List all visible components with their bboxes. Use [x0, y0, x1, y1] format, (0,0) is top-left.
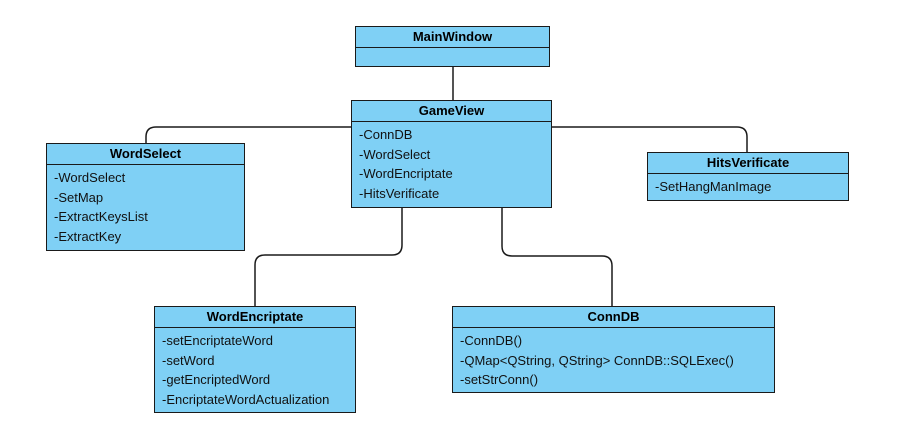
class-member: -WordSelect	[54, 170, 126, 185]
class-member: -HitsVerificate	[359, 185, 440, 201]
class-gameview: GameView -ConnDB -WordSelect -WordEncrip…	[351, 100, 552, 208]
class-member: -ExtractKey	[54, 228, 122, 244]
class-members: -ConnDB -WordSelect -WordEncriptate -Hit…	[352, 122, 551, 203]
class-member: -WordSelect	[359, 146, 431, 162]
class-member: -ExtractKeysList	[54, 209, 148, 224]
class-member: -setEncriptateWord	[162, 333, 274, 348]
class-name: HitsVerificate	[648, 153, 848, 174]
class-conndb: ConnDB -ConnDB() -QMap<QString, QString>…	[452, 306, 775, 393]
connector-gameview-wordencriptate	[254, 207, 403, 306]
class-member: -ConnDB()	[460, 333, 523, 348]
connector-gameview-conndb	[501, 207, 613, 306]
class-member: -SetMap	[54, 189, 104, 205]
class-member: -setWord	[162, 352, 215, 368]
class-name: ConnDB	[453, 307, 774, 328]
class-wordselect: WordSelect -WordSelect -SetMap -ExtractK…	[46, 143, 245, 251]
class-name: WordSelect	[47, 144, 244, 165]
class-members: -setEncriptateWord -setWord -getEncripte…	[155, 328, 355, 409]
class-wordencriptate: WordEncriptate -setEncriptateWord -setWo…	[154, 306, 356, 413]
class-member: -ConnDB	[359, 127, 413, 142]
class-name: WordEncriptate	[155, 307, 355, 328]
class-members: -WordSelect -SetMap -ExtractKeysList -Ex…	[47, 165, 244, 246]
class-member: -setStrConn()	[460, 372, 539, 387]
connector-gameview-wordselect	[145, 126, 352, 143]
class-name: GameView	[352, 101, 551, 122]
class-member: -QMap<QString, QString> ConnDB::SQLExec(…	[460, 352, 734, 368]
class-members: -ConnDB() -QMap<QString, QString> ConnDB…	[453, 328, 774, 390]
connector-gameview-hitsverificate	[552, 126, 748, 152]
class-mainwindow: MainWindow	[355, 26, 550, 67]
class-hitsverificate: HitsVerificate -SetHangManImage	[647, 152, 849, 201]
class-members: -SetHangManImage	[648, 174, 848, 197]
class-member: -WordEncriptate	[359, 166, 453, 181]
class-member: -getEncriptedWord	[162, 372, 271, 387]
class-member: -SetHangManImage	[655, 179, 772, 194]
class-name: MainWindow	[356, 27, 549, 48]
class-member: -EncriptateWordActualization	[162, 391, 330, 407]
